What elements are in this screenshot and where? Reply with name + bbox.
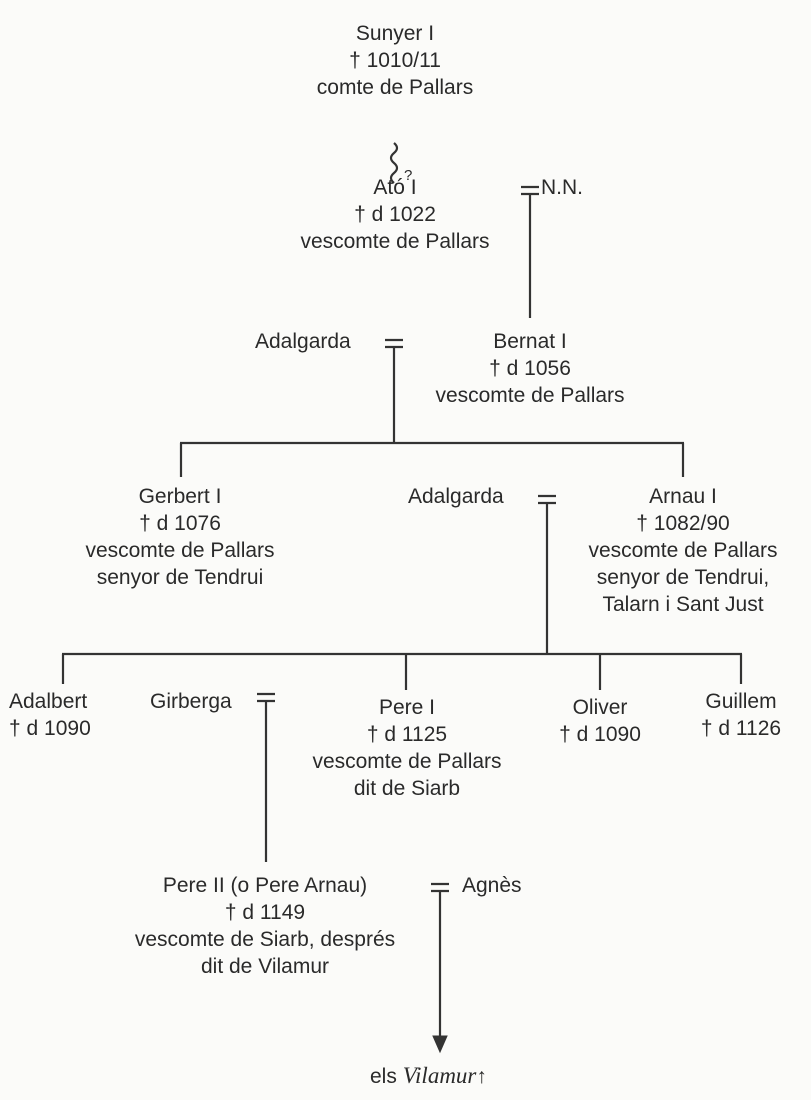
descendants-vilamur: els Vilamur↑ [370, 1062, 487, 1090]
person-arnau-i: Arnau I † 1082/90 vescomte de Pallars se… [560, 483, 806, 618]
person-death: † d 1126 [700, 717, 782, 740]
person-death: † 1082/90 [636, 512, 730, 535]
person-name: Arnau I [649, 485, 717, 508]
person-death: † d 1056 [489, 357, 571, 380]
person-gerbert-i: Gerbert I † d 1076 vescomte de Pallars s… [60, 483, 300, 591]
person-pere-ii: Pere II (o Pere Arnau) † d 1149 vescomte… [110, 872, 420, 980]
person-bernat-i: Bernat I † d 1056 vescomte de Pallars [410, 328, 650, 409]
person-death: † d 1149 [224, 901, 306, 924]
spouse-adalgarda-2: Adalgarda [408, 485, 504, 508]
person-title: vescomte de Pallars [85, 539, 275, 562]
person-oliver: Oliver † d 1090 [540, 694, 660, 748]
spouse-adalgarda-1: Adalgarda [255, 330, 351, 353]
person-title-3: Talarn i Sant Just [602, 593, 764, 616]
person-ato-i: Ató I † d 1022 vescomte de Pallars [280, 174, 510, 255]
person-adalbert: Adalbert † d 1090 [9, 688, 91, 742]
person-guillem: Guillem † d 1126 [681, 688, 801, 742]
person-title-2: dit de Vilamur [200, 955, 329, 978]
person-death: † d 1022 [354, 203, 436, 226]
descent-arrow-head [432, 1035, 448, 1054]
person-name: Ató I [373, 176, 417, 199]
person-name: Pere I [378, 696, 436, 719]
person-title-2: senyor de Tendrui, [596, 566, 770, 589]
person-name: Gerbert I [138, 485, 222, 508]
person-title: comte de Pallars [316, 76, 474, 99]
spouse-agnes: Agnès [462, 874, 522, 897]
person-death: † d 1125 [366, 723, 448, 746]
spouse-nn: N.N. [541, 176, 583, 199]
person-title-2: senyor de Tendrui [96, 566, 264, 589]
person-name: Oliver [572, 696, 628, 719]
person-pere-i: Pere I † d 1125 vescomte de Pallars dit … [282, 694, 532, 802]
person-sunyer-i: Sunyer I † 1010/11 comte de Pallars [280, 20, 510, 101]
person-name: Sunyer I [355, 22, 435, 45]
person-title: vescomte de Pallars [588, 539, 778, 562]
descendants-prefix: els [370, 1065, 397, 1088]
descendants-name: Vilamur [402, 1063, 477, 1088]
spouse-girberga: Girberga [150, 690, 232, 713]
person-name: Adalbert [9, 690, 88, 713]
person-death: † d 1076 [139, 512, 221, 535]
person-name: Bernat I [493, 330, 567, 353]
person-death: † d 1090 [9, 717, 91, 740]
person-title: vescomte de Pallars [435, 384, 625, 407]
extinct-arrow-icon: ↑ [476, 1065, 487, 1088]
person-title: vescomte de Siarb, després [134, 928, 396, 951]
person-name: Guillem [705, 690, 777, 713]
person-name: Pere II (o Pere Arnau) [162, 874, 368, 897]
person-title: vescomte de Pallars [300, 230, 490, 253]
person-death: † d 1090 [559, 723, 641, 746]
person-death: † 1010/11 [349, 49, 441, 72]
person-title-2: dit de Siarb [353, 777, 461, 800]
uncertain-mark: ? [404, 167, 413, 184]
person-title: vescomte de Pallars [312, 750, 502, 773]
uncertain-descent-squiggle [389, 142, 399, 184]
